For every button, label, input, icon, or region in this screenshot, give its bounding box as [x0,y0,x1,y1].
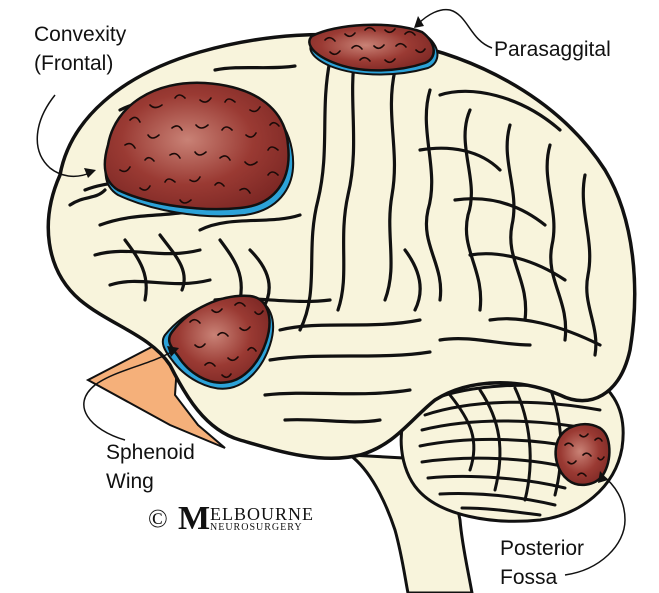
melbourne-neurosurgery-watermark: © M ELBOURNE NEUROSURGERY [148,500,358,536]
label-convexity-line1: Convexity [34,22,126,48]
label-parasaggital: Parasaggital [494,37,611,63]
label-sphenoid-line2: Wing [106,469,154,495]
label-sphenoid-line1: Sphenoid [106,440,195,466]
label-convexity-line2: (Frontal) [34,51,113,77]
watermark-bottom-text: NEUROSURGERY [210,522,303,533]
label-posterior-line2: Fossa [500,565,557,591]
label-posterior-line1: Posterior [500,536,584,562]
copyright-symbol: © [148,504,168,534]
watermark-initial: M [178,500,210,538]
